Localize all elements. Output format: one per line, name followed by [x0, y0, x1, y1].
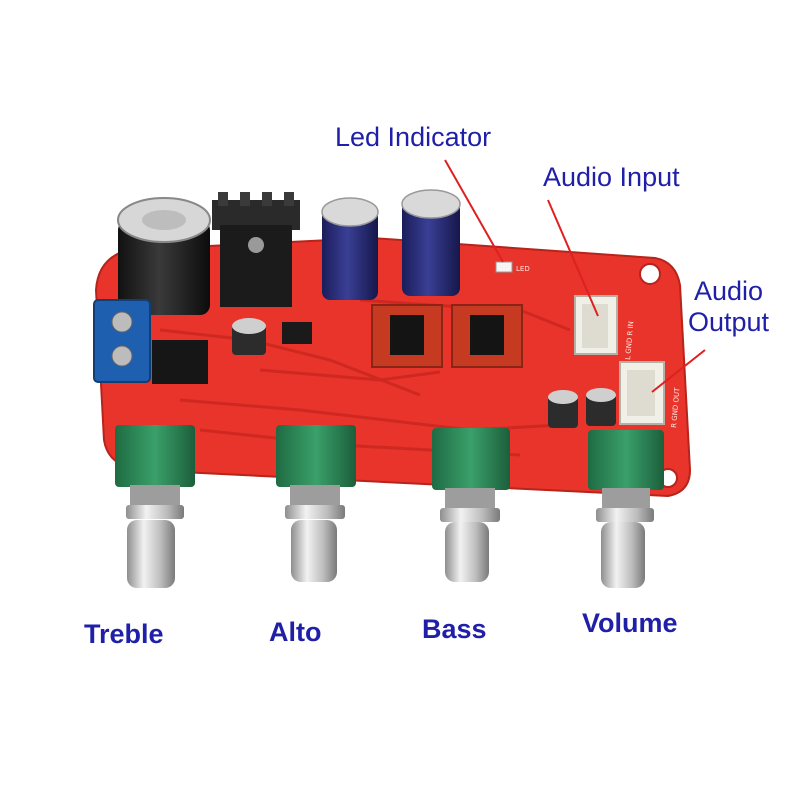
potentiometer-alto[interactable]	[276, 425, 356, 582]
label-bass: Bass	[422, 614, 487, 644]
power-terminal-block	[93, 299, 151, 383]
label-audio-output-line2: Output	[688, 307, 770, 338]
smd-ic	[282, 322, 312, 344]
silkscreen-led: LED	[516, 265, 530, 273]
label-led-indicator: Led Indicator	[335, 122, 492, 152]
electrolytic-capacitor-blue	[401, 189, 461, 296]
annotation-lines	[444, 159, 706, 393]
label-audio-output-line1: Audio	[694, 276, 764, 306]
silkscreen-output: R GND OUT	[670, 387, 682, 429]
led-indicator: LED	[495, 261, 530, 273]
voltage-regulator-heatsink	[212, 192, 300, 307]
electrolytic-capacitor-large	[117, 197, 211, 315]
mounting-hole	[639, 263, 661, 285]
opamp-socket	[371, 304, 443, 368]
label-treble: Treble	[84, 619, 164, 649]
label-alto: Alto	[269, 617, 322, 647]
label-audio-input: Audio Input	[543, 162, 680, 192]
annotation-line-input	[547, 199, 599, 317]
bridge-rectifier	[152, 340, 208, 384]
label-volume: Volume	[582, 608, 678, 638]
potentiometer-volume[interactable]	[588, 430, 664, 588]
electrolytic-capacitor-blue	[321, 197, 379, 300]
small-capacitor	[586, 388, 616, 426]
annotation-line-led	[444, 159, 504, 263]
potentiometer-treble[interactable]	[115, 425, 195, 588]
audio-output-connector: R GND OUT	[619, 361, 682, 429]
label-audio-output: Audio Output	[688, 276, 769, 338]
potentiometer-bass[interactable]	[432, 428, 510, 582]
silkscreen-input: L GND R IN	[624, 321, 635, 360]
audio-input-connector: L GND R IN	[574, 295, 635, 360]
annotation-line-output	[651, 349, 706, 393]
small-capacitor	[232, 318, 266, 355]
small-capacitor	[548, 390, 578, 428]
opamp-socket	[451, 304, 523, 368]
